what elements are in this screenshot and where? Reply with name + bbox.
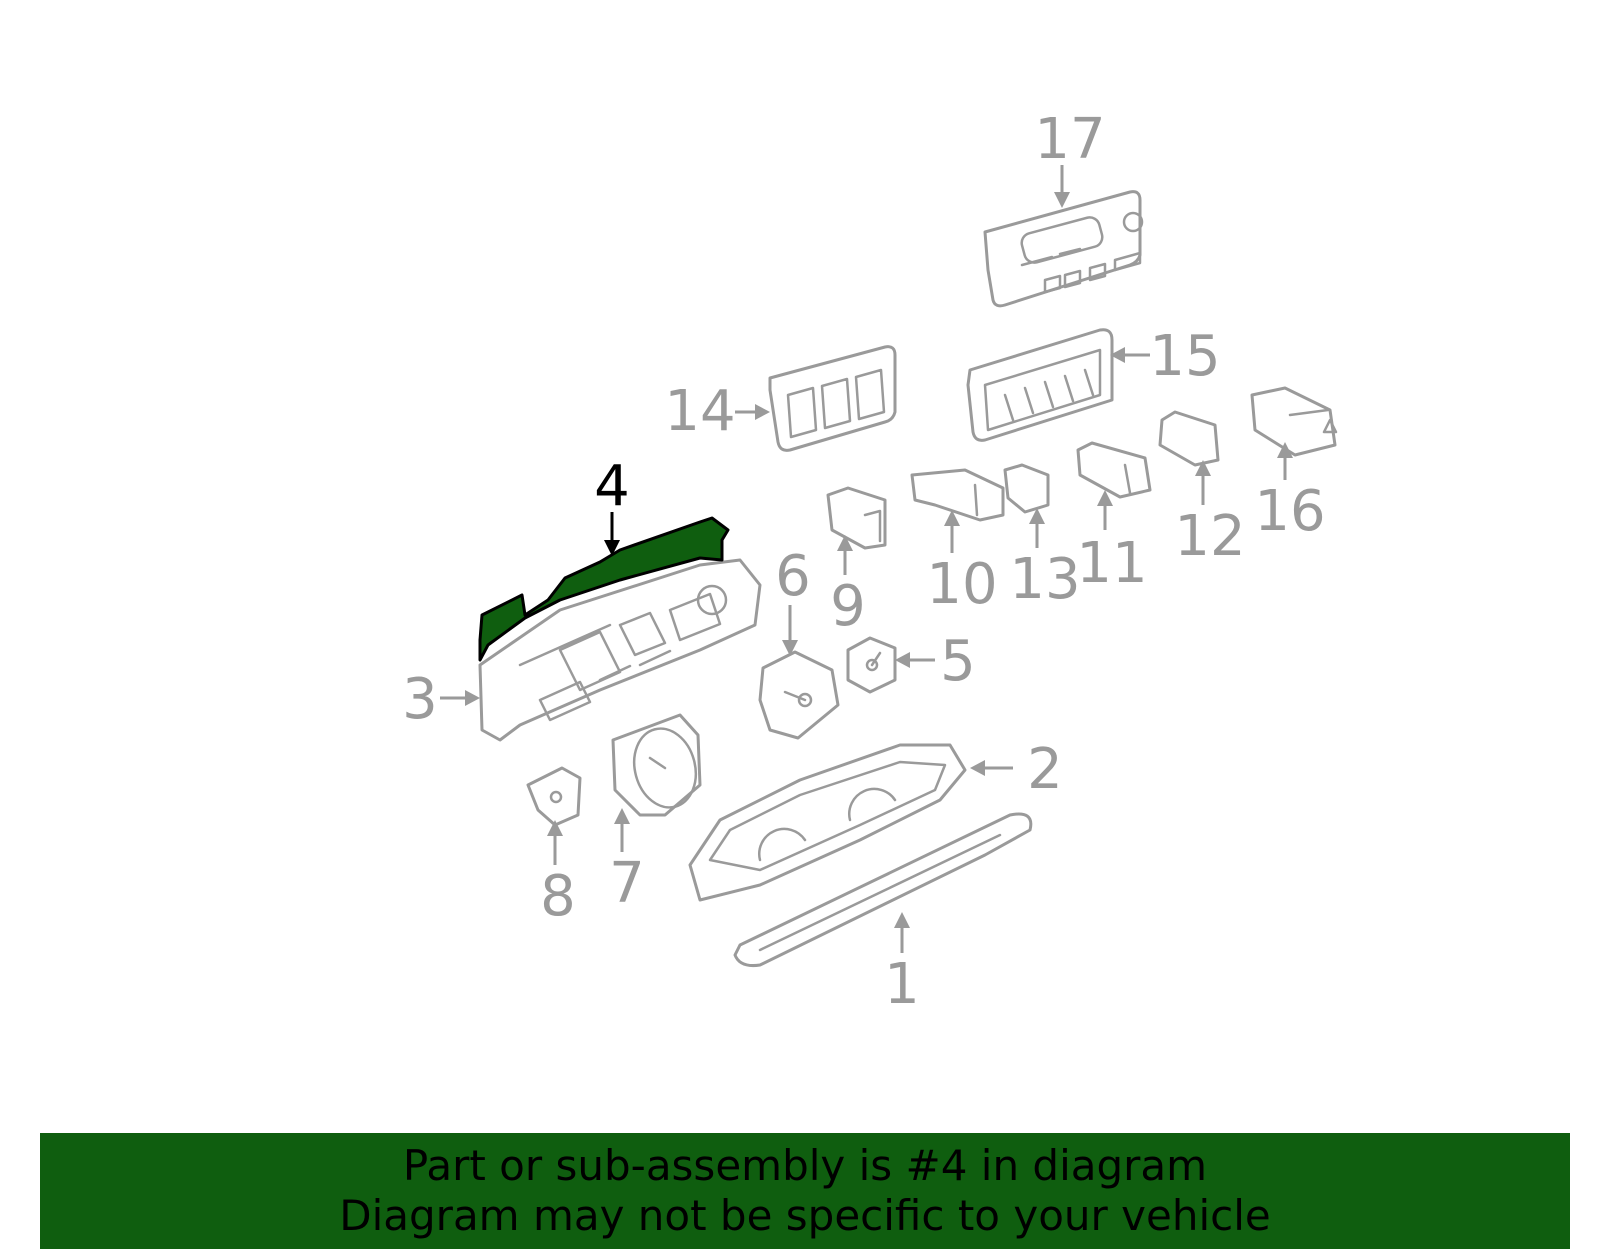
svg-text:11: 11 xyxy=(1076,531,1147,596)
part-11-switch[interactable] xyxy=(1076,441,1152,499)
callout-9: 9 xyxy=(830,535,866,639)
banner-line-2: Diagram may not be specific to your vehi… xyxy=(339,1191,1271,1240)
info-banner: Part or sub-assembly is #4 in diagram Di… xyxy=(40,1133,1570,1249)
svg-text:17: 17 xyxy=(1034,107,1105,172)
banner-line-1: Part or sub-assembly is #4 in diagram xyxy=(402,1141,1208,1190)
part-4-printed-circuit[interactable] xyxy=(478,516,730,662)
part-2-lens[interactable] xyxy=(688,743,967,902)
part-9-switch[interactable] xyxy=(826,486,887,550)
svg-text:8: 8 xyxy=(540,864,576,929)
svg-text:7: 7 xyxy=(609,851,645,916)
part-1-trim[interactable] xyxy=(733,812,1033,967)
part-7-tachometer[interactable] xyxy=(611,713,704,817)
svg-text:12: 12 xyxy=(1174,504,1245,569)
svg-text:14: 14 xyxy=(664,379,735,444)
svg-text:1: 1 xyxy=(884,952,920,1017)
part-17-climate-control[interactable] xyxy=(983,190,1144,308)
part-12-switch[interactable] xyxy=(1158,410,1220,467)
svg-text:6: 6 xyxy=(775,544,811,609)
callout-11: 11 xyxy=(1076,490,1148,596)
callout-15: 15 xyxy=(1110,324,1221,389)
part-16-hazard-switch[interactable] xyxy=(1250,386,1338,457)
callout-14: 14 xyxy=(664,379,770,444)
svg-text:13: 13 xyxy=(1009,547,1080,612)
callout-16: 16 xyxy=(1254,442,1326,544)
callout-1: 1 xyxy=(884,912,920,1017)
part-13-switch[interactable] xyxy=(1003,463,1050,514)
part-10-switch[interactable] xyxy=(910,468,1005,522)
part-4-highlight-shape xyxy=(478,516,730,662)
callout-8: 8 xyxy=(540,820,576,929)
svg-text:9: 9 xyxy=(830,574,866,639)
svg-text:10: 10 xyxy=(926,552,997,617)
svg-text:4: 4 xyxy=(594,454,630,519)
svg-text:3: 3 xyxy=(402,667,438,732)
callout-5: 5 xyxy=(895,629,976,694)
part-6-speedometer[interactable] xyxy=(758,650,840,740)
svg-text:16: 16 xyxy=(1254,479,1325,544)
part-14-switch-bezel[interactable] xyxy=(768,345,897,452)
part-8-gauge[interactable] xyxy=(526,766,582,827)
callout-6: 6 xyxy=(775,544,811,656)
part-15-vent-panel[interactable] xyxy=(966,328,1114,442)
callout-2: 2 xyxy=(970,737,1063,802)
callout-4: 4 xyxy=(594,454,630,556)
parts-diagram: 17 15 14 16 12 11 13 10 9 xyxy=(402,107,1338,1017)
callout-13: 13 xyxy=(1009,508,1081,612)
callout-3: 3 xyxy=(402,667,480,732)
callout-7: 7 xyxy=(609,808,645,916)
svg-text:15: 15 xyxy=(1149,324,1220,389)
svg-text:5: 5 xyxy=(940,629,976,694)
callout-17: 17 xyxy=(1034,107,1106,208)
callout-12: 12 xyxy=(1174,460,1246,569)
part-3-cluster-housing[interactable] xyxy=(478,558,762,742)
svg-text:2: 2 xyxy=(1027,737,1063,802)
callout-10: 10 xyxy=(926,510,998,617)
part-5-gauge[interactable] xyxy=(846,636,897,694)
